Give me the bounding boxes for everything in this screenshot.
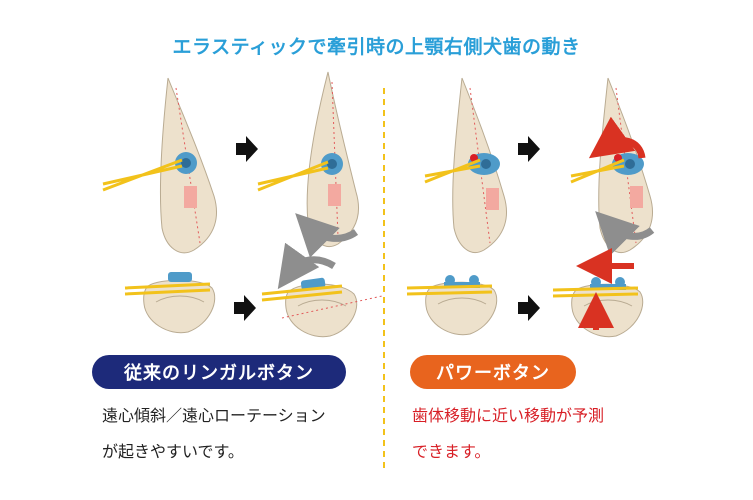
tooth-side-icon (102, 77, 217, 254)
desc-power: 歯体移動に近い移動が予測 できます。 (412, 398, 604, 470)
tooth-side-icon (424, 77, 507, 253)
right-arrow-icon (518, 136, 540, 162)
right-arrow-icon (518, 295, 540, 321)
curved-arrow-icon (277, 242, 336, 290)
desc-power-line2: できます。 (412, 442, 491, 461)
page-title: エラスティックで牽引時の上顎右側犬歯の動き (172, 36, 581, 58)
tooth-occlusal-icon (552, 277, 644, 338)
tooth-occlusal-icon (261, 277, 383, 338)
tooth-occlusal-icon (406, 275, 498, 336)
right-arrow-icon (234, 295, 256, 321)
curved-arrow-icon (588, 116, 646, 159)
desc-conventional: 遠心傾斜／遠心ローテーション が起きやすいです。 (102, 398, 326, 470)
desc-conventional-line2: が起きやすいです。 (102, 442, 244, 461)
desc-power-line1: 歯体移動に近い移動が予測 (412, 406, 605, 425)
tooth-side-icon (257, 71, 360, 247)
label-conventional-lingual-button: 従来のリンガルボタン (92, 355, 346, 389)
tooth-occlusal-icon (124, 272, 216, 334)
right-arrow-icon (236, 136, 258, 162)
curved-arrow-icon (595, 211, 655, 256)
curved-arrow-icon (295, 213, 359, 258)
desc-conventional-line1: 遠心傾斜／遠心ローテーション (102, 406, 326, 425)
label-power-button: パワーボタン (410, 355, 576, 389)
